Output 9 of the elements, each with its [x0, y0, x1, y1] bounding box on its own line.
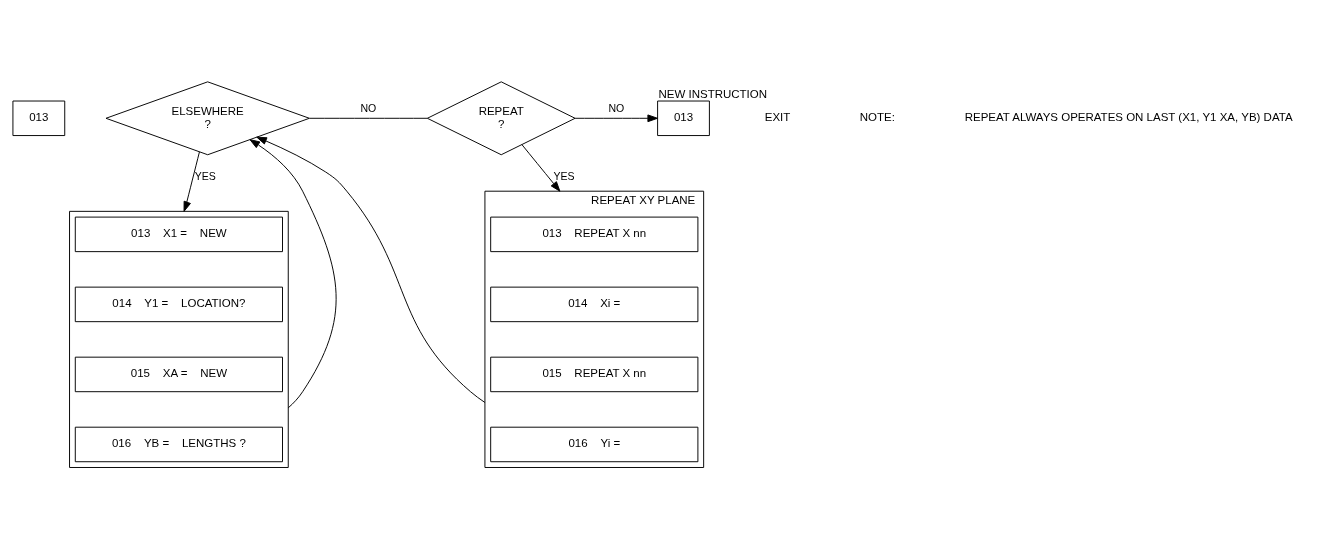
node-label: REPEAT XY PLANE: [591, 194, 696, 207]
edge-label: NO: [608, 102, 625, 115]
label: REPEAT ALWAYS OPERATES ON LAST (X1, Y1 XA, YB) DATA: [964, 111, 1293, 124]
edge-label: YES: [194, 170, 216, 183]
label: NOTE:: [859, 111, 895, 124]
node-label: NEW INSTRUCTION: [658, 87, 768, 100]
edge-label: YES: [553, 170, 575, 183]
edge-label: NO: [360, 102, 377, 115]
label: EXIT: [764, 111, 791, 124]
